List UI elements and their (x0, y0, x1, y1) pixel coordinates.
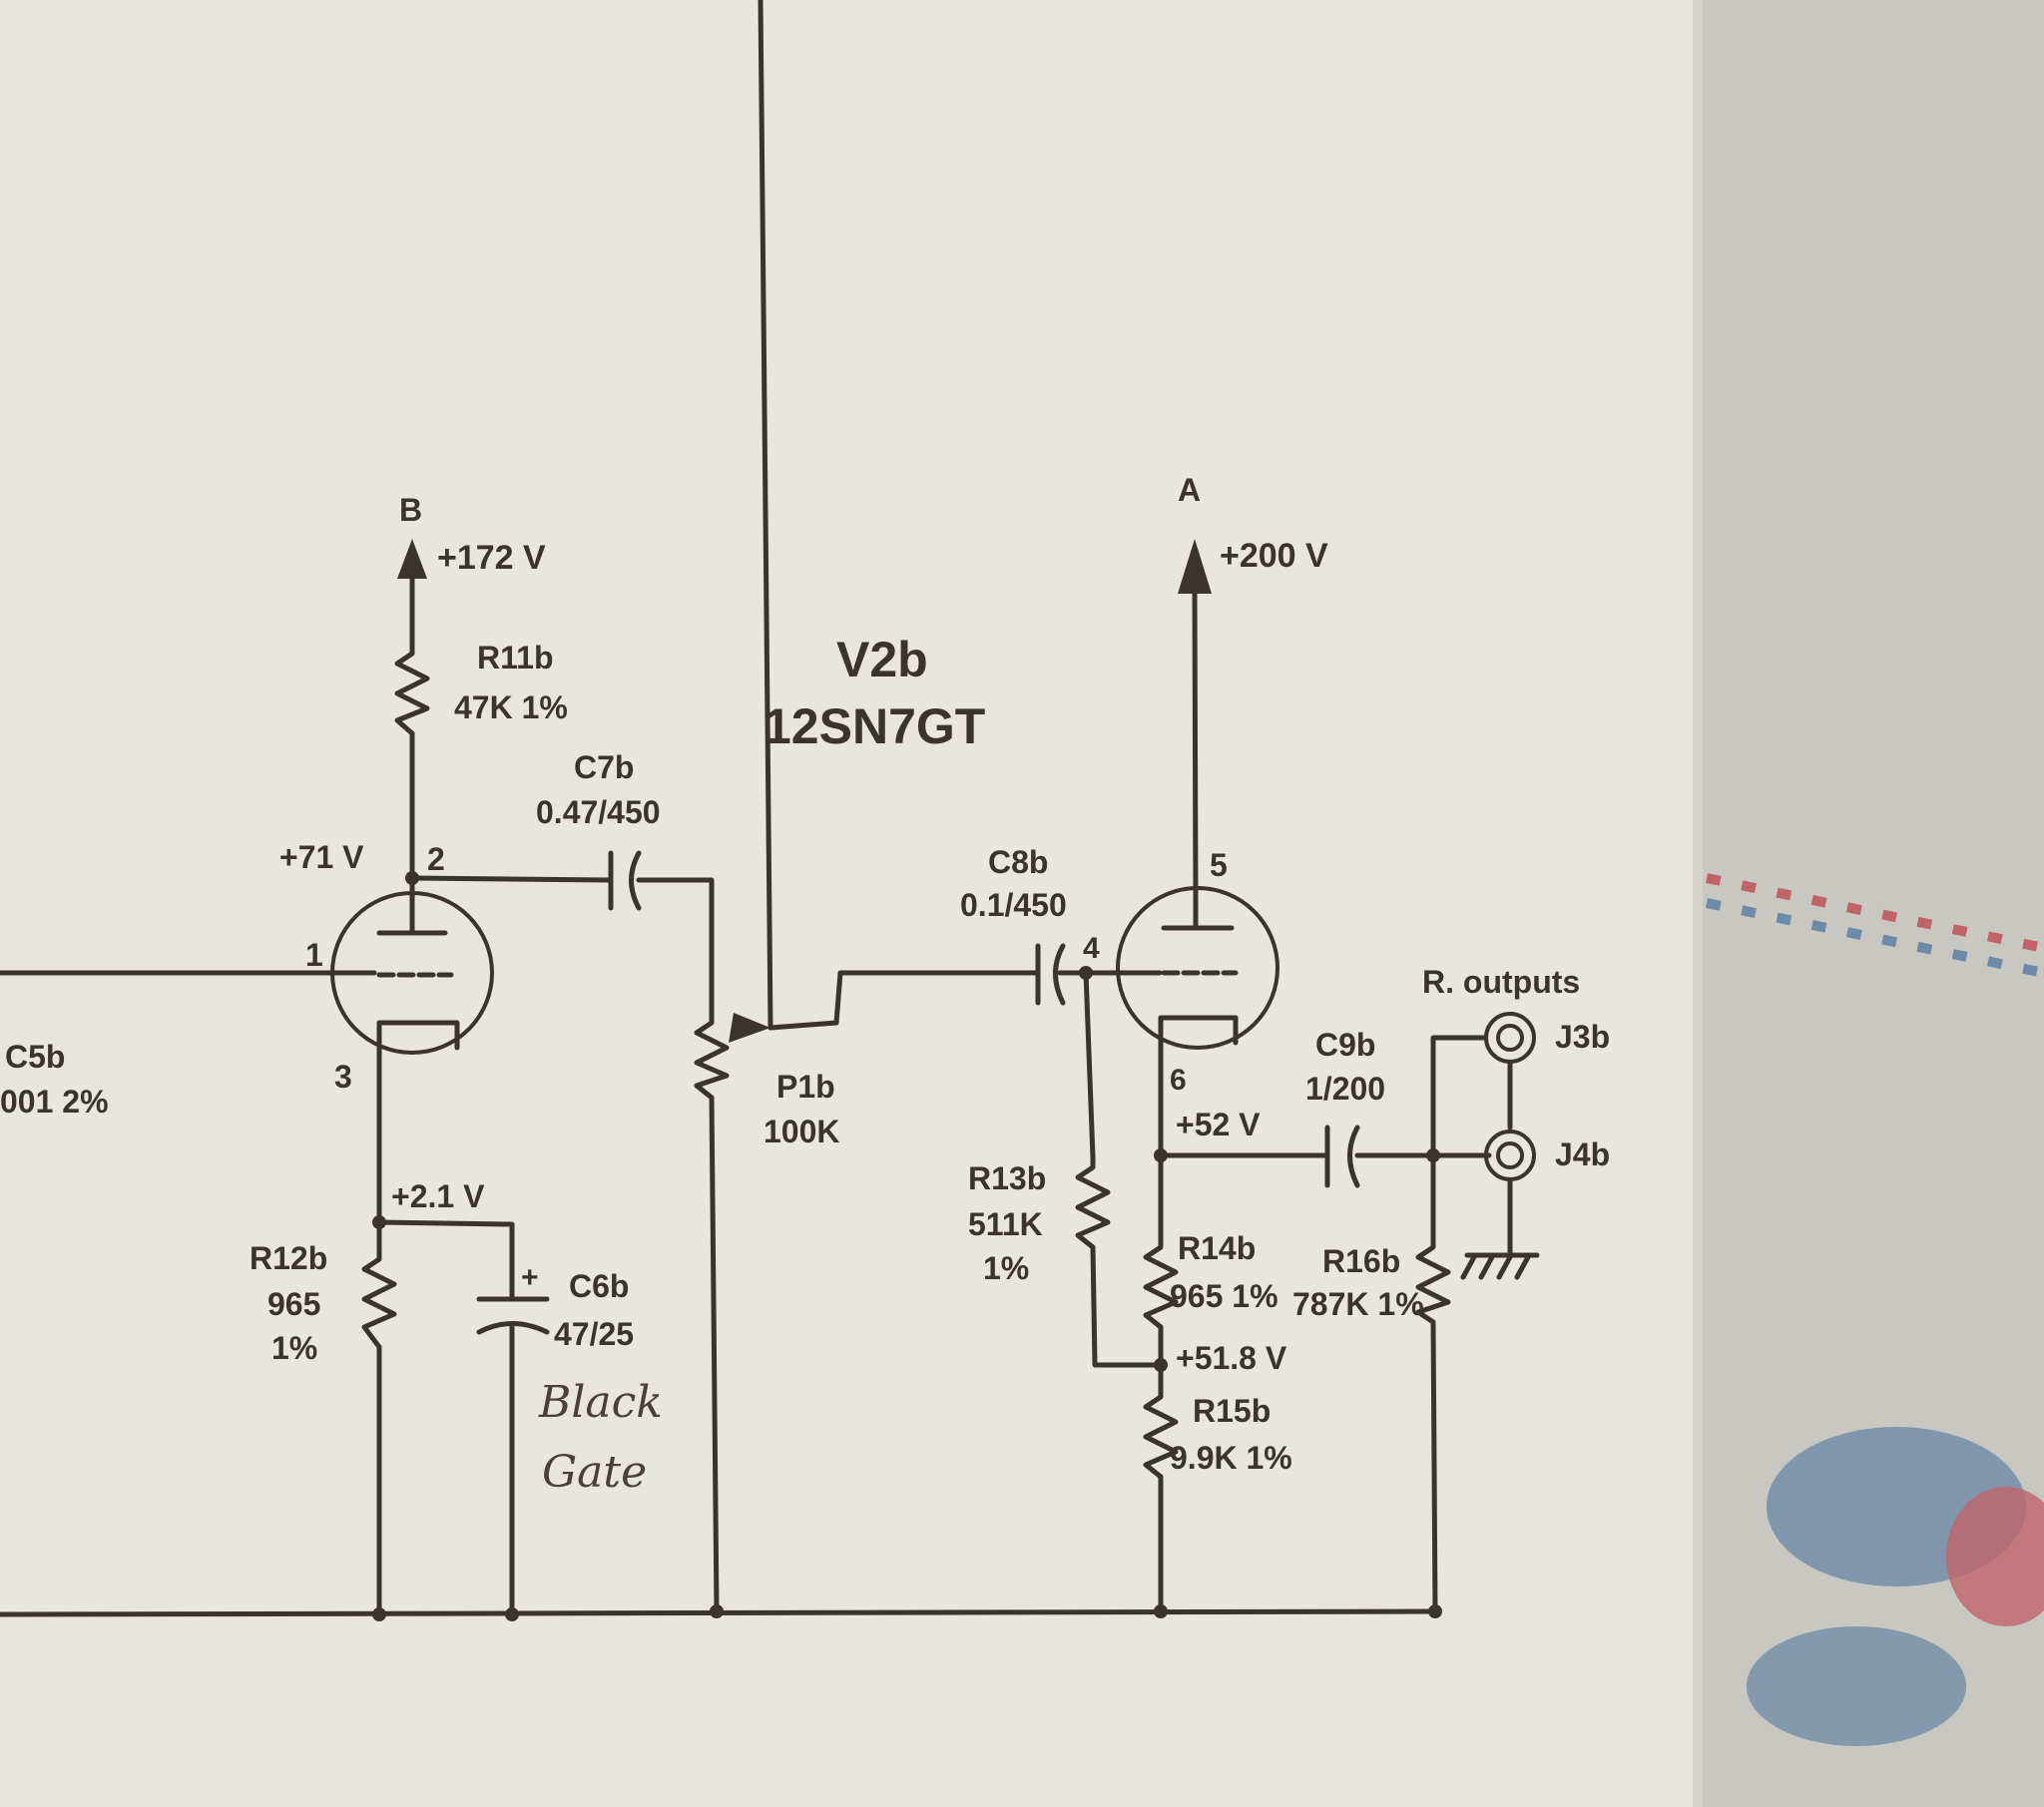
c5b-ref: C5b (5, 1039, 65, 1075)
junction-dot (1426, 1148, 1440, 1162)
j4b-jack (1484, 1129, 1536, 1181)
r12b-ref: R12b (250, 1240, 327, 1276)
cathode2-voltage: +52 V (1176, 1107, 1261, 1142)
r14b-resistor (1143, 1234, 1179, 1330)
tube-triode-1 (330, 890, 494, 1061)
chassis-ground-symbol (1460, 1252, 1540, 1280)
pot-to-ground-wire (709, 1095, 720, 1614)
c6b-value: 47/25 (554, 1316, 634, 1352)
cathode1-voltage: +2.1 V (391, 1178, 485, 1214)
feed-wire (758, 0, 773, 1031)
c8b-ref: C8b (988, 844, 1048, 880)
junction-dot (1428, 1604, 1442, 1618)
r16b-ref: R16b (1322, 1243, 1400, 1279)
r13b-resistor (1075, 1154, 1111, 1250)
b-rail-voltage: +172 V (437, 539, 546, 577)
paper-sheet (0, 0, 1697, 1807)
a-node-label: A (1178, 472, 1201, 508)
b-node-label: B (399, 492, 422, 528)
plate1-voltage: +71 V (279, 839, 364, 875)
junctions (372, 871, 1442, 1621)
c9b-ref: C9b (1315, 1027, 1375, 1063)
grid2-bias-wire (1083, 970, 1096, 1160)
junction-dot (1154, 1358, 1168, 1372)
junction-dot (372, 1215, 386, 1229)
wiring (0, 0, 1513, 1617)
tube-name: V2b (836, 632, 928, 687)
paper-shadow-edge (1693, 0, 1703, 1807)
r14b-value: 965 1% (1170, 1278, 1278, 1314)
r13b-ref: R13b (968, 1160, 1046, 1196)
handwritten-note-line1: Black (538, 1377, 663, 1428)
c7b-ref: C7b (574, 749, 634, 785)
r13b-value: 511K (968, 1206, 1043, 1242)
junction-dot (1079, 966, 1093, 980)
handwritten-note-line2: Gate (542, 1447, 647, 1498)
plate1-to-c7b-wire (409, 875, 612, 883)
r13b-tolerance: 1% (983, 1250, 1029, 1286)
c5b-value: 001 2% (0, 1084, 109, 1120)
a-rail-wire (1192, 591, 1199, 906)
pin-3-label: 3 (334, 1059, 352, 1095)
junction-dot (1154, 1148, 1168, 1162)
j3b-jack (1484, 1012, 1536, 1064)
r14b-ref: R14b (1178, 1230, 1256, 1266)
p1b-potentiometer (694, 1005, 730, 1101)
p1b-wiper-arrow (729, 1013, 770, 1043)
cathode1-to-c6b-wire (376, 1219, 515, 1300)
outputs-title: R. outputs (1422, 964, 1580, 1000)
c7b-capacitor (608, 850, 642, 911)
junction-dot (1154, 1604, 1168, 1618)
junction-dot (505, 1607, 519, 1621)
b-rail-arrow (397, 539, 427, 579)
c9b-value: 1/200 (1305, 1071, 1385, 1107)
c6b-polarity: + (521, 1261, 539, 1294)
wiper-to-c8b-wire (767, 970, 1041, 1031)
output-bus-wire (1430, 1035, 1488, 1158)
r15b-ref: R15b (1193, 1393, 1271, 1429)
r13b-to-divider-wire (1090, 1244, 1164, 1368)
fabric-stitches (1705, 873, 2044, 1746)
c8b-value: 0.1/450 (960, 887, 1067, 923)
r11b-resistor (394, 641, 430, 736)
c6b-ref: C6b (569, 1268, 629, 1304)
r12b-tolerance: 1% (271, 1330, 317, 1366)
c9b-capacitor (1324, 1125, 1360, 1188)
c8b-capacitor (1035, 943, 1066, 1006)
p1b-ref: P1b (776, 1069, 835, 1105)
pin-4-label: 4 (1083, 932, 1100, 965)
pin-2-label: 2 (427, 841, 445, 877)
r11b-ref: R11b (477, 640, 553, 676)
r12b-value: 965 (267, 1286, 320, 1322)
r12b-resistor (361, 1244, 397, 1350)
r15b-value: 9.9K 1% (1170, 1440, 1292, 1476)
r16b-resistor (1415, 1234, 1451, 1325)
r11b-value: 47K 1% (454, 689, 568, 725)
pin-5-label: 5 (1210, 847, 1228, 883)
p1b-value: 100K (764, 1114, 840, 1149)
r16b-value: 787K 1% (1292, 1286, 1424, 1322)
pin-1-label: 1 (305, 937, 323, 973)
a-rail-arrow (1178, 539, 1212, 594)
pin-6-label: 6 (1170, 1064, 1187, 1097)
c7b-to-pot-wire (636, 877, 715, 1011)
r15b-resistor (1143, 1384, 1179, 1480)
junction-dot (405, 871, 419, 885)
r16b-to-ground-wire (1430, 1319, 1438, 1614)
divider-voltage: +51.8 V (1176, 1340, 1287, 1376)
j3b-label: J3b (1555, 1019, 1610, 1055)
j4b-label: J4b (1555, 1136, 1610, 1172)
a-rail-voltage: +200 V (1220, 537, 1328, 575)
c6b-capacitor (476, 1296, 550, 1335)
tube-type: 12SN7GT (764, 698, 985, 754)
tube-triode-2 (1116, 886, 1279, 1051)
junction-dot (372, 1607, 386, 1621)
junction-dot (710, 1604, 724, 1618)
c7b-value: 0.47/450 (536, 794, 661, 830)
